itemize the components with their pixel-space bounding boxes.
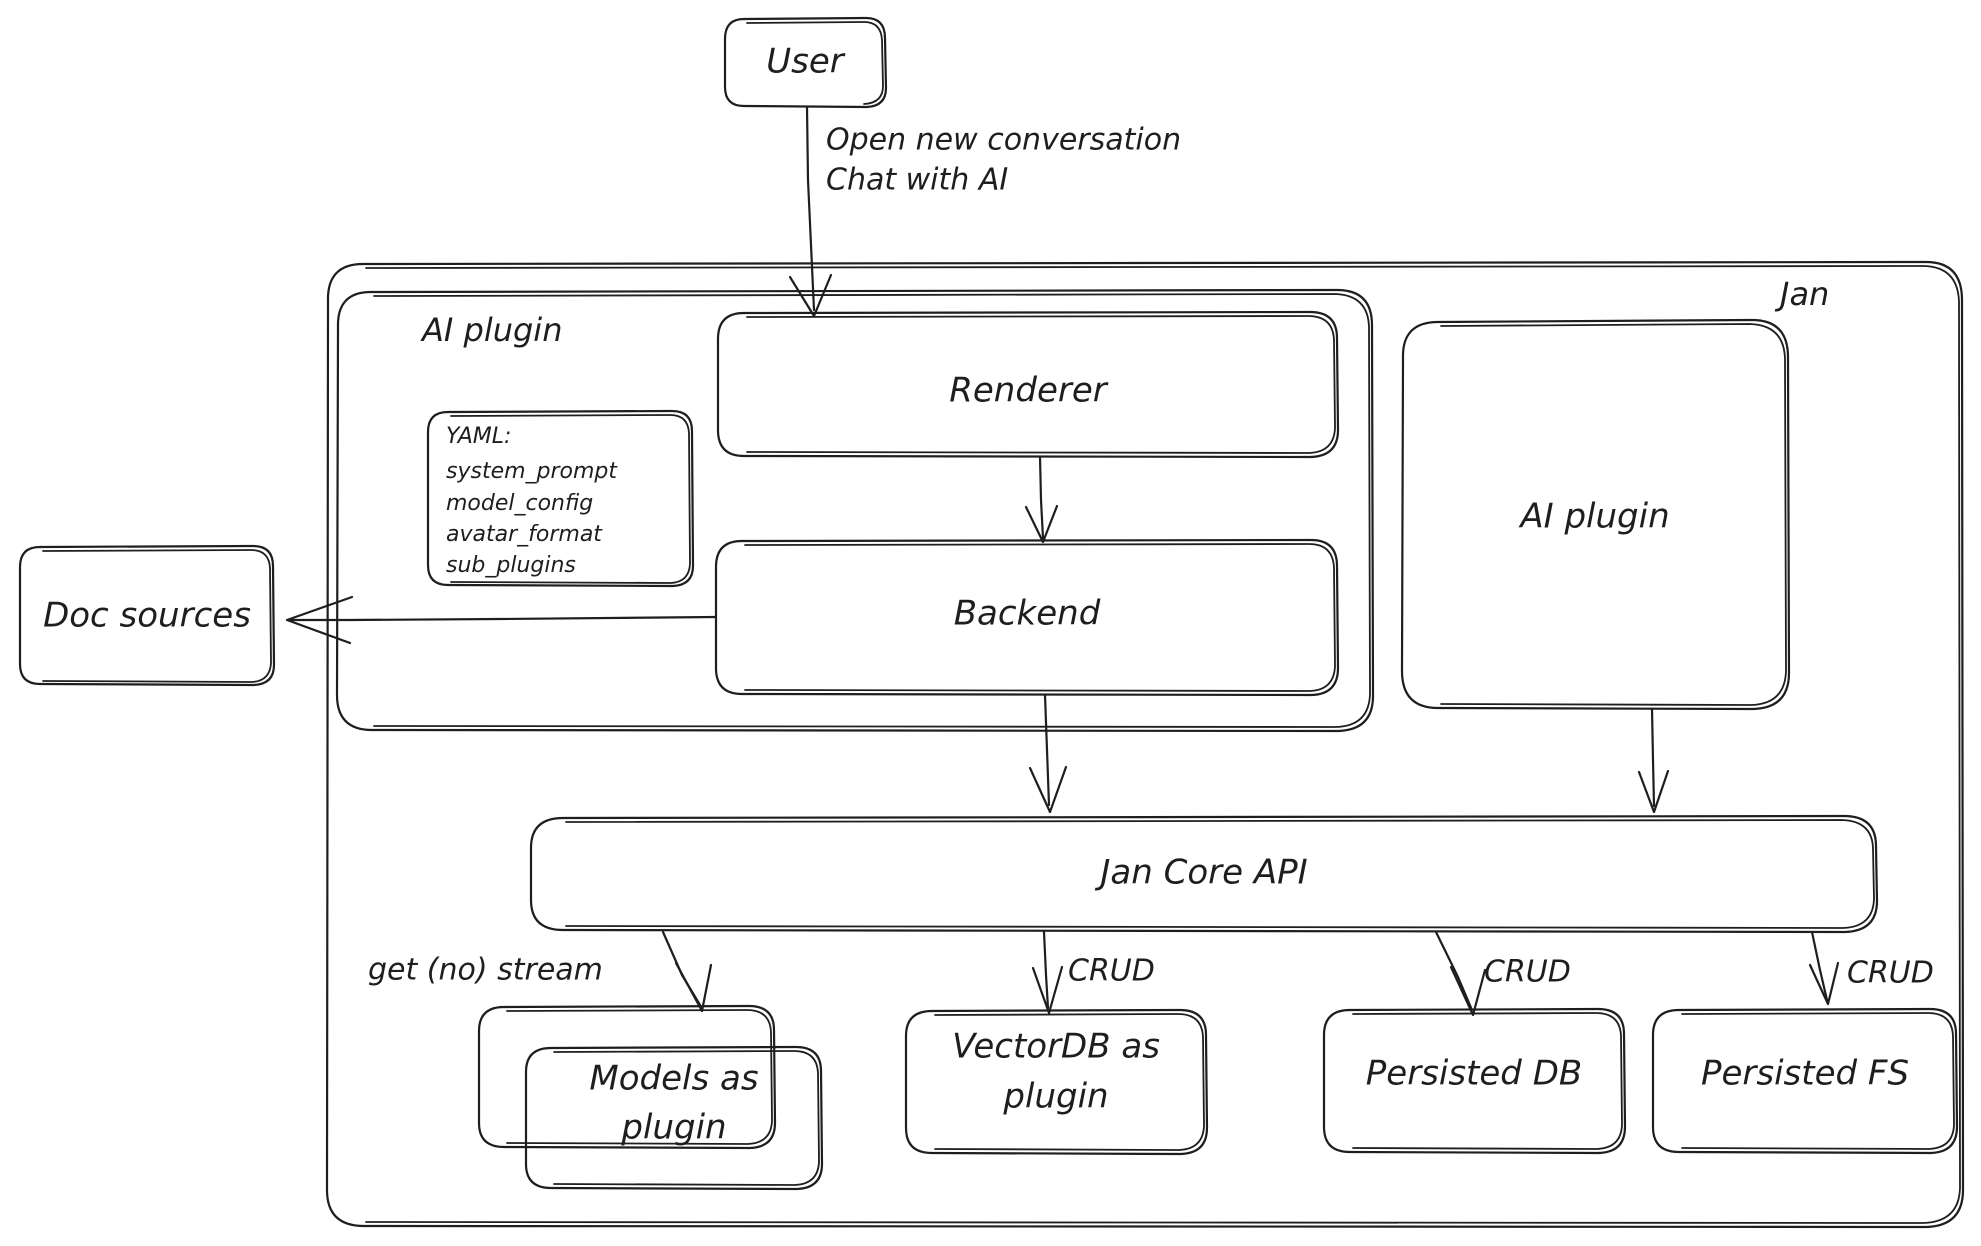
- edge-renderer-to-backend: [1024, 455, 1059, 544]
- node-doc-sources[interactable]: Doc sources: [18, 544, 276, 687]
- container-ai-plugin-label: AI plugin: [420, 311, 562, 349]
- node-renderer[interactable]: Renderer: [716, 310, 1340, 459]
- node-ai-plugin-right-label: AI plugin: [1518, 497, 1669, 537]
- note-yaml-config[interactable]: YAML: system_prompt model_config avatar_…: [426, 409, 695, 588]
- edge-label-get-no-stream: get (no) stream: [368, 953, 603, 988]
- node-models-as-plugin-label-line1: Models as: [589, 1059, 758, 1099]
- node-user-label: User: [766, 42, 846, 82]
- note-yaml-line-3: sub_plugins: [446, 553, 576, 578]
- node-renderer-label: Renderer: [949, 371, 1108, 411]
- node-persisted-db[interactable]: Persisted DB: [1322, 1007, 1627, 1155]
- edge-backend-to-doc-sources: [285, 595, 718, 645]
- edge-core-to-models: get (no) stream: [368, 930, 713, 1013]
- node-persisted-fs[interactable]: Persisted FS: [1651, 1007, 1959, 1155]
- node-persisted-db-label: Persisted DB: [1366, 1054, 1582, 1094]
- edge-label-chat-with-ai: Chat with AI: [826, 163, 1008, 198]
- edge-label-crud-vectordb: CRUD: [1068, 954, 1155, 989]
- note-yaml-line-1: model_config: [446, 491, 593, 516]
- node-vectordb-as-plugin-label-line2: plugin: [1002, 1077, 1108, 1117]
- edge-core-to-persisted-db: CRUD: [1434, 930, 1571, 1017]
- edge-user-to-renderer: Open new conversation Chat with AI: [788, 105, 1181, 318]
- container-ai-plugin[interactable]: AI plugin: [335, 288, 1375, 733]
- node-vectordb-as-plugin[interactable]: VectorDB as plugin: [904, 1008, 1209, 1156]
- note-yaml-line-2: avatar_format: [446, 522, 603, 547]
- edge-backend-to-core-api: [1028, 693, 1068, 814]
- node-jan-core-api-label: Jan Core API: [1094, 853, 1307, 893]
- node-jan-core-api[interactable]: Jan Core API: [529, 814, 1879, 934]
- container-jan[interactable]: Jan: [325, 260, 1965, 1229]
- edge-label-open-conversation: Open new conversation: [826, 123, 1181, 158]
- edge-ai-plugin-to-core-api: [1637, 707, 1670, 814]
- edge-label-crud-persisted-db: CRUD: [1484, 955, 1571, 990]
- node-backend-label: Backend: [954, 594, 1101, 634]
- node-user[interactable]: User: [723, 16, 888, 109]
- node-vectordb-as-plugin-label-line1: VectorDB as: [952, 1027, 1160, 1067]
- edge-label-crud-persisted-fs: CRUD: [1847, 956, 1934, 991]
- node-models-as-plugin-label-line2: plugin: [620, 1108, 726, 1148]
- note-yaml-title: YAML:: [446, 424, 511, 449]
- node-persisted-fs-label: Persisted FS: [1701, 1054, 1909, 1094]
- edge-core-to-persisted-fs: CRUD: [1808, 930, 1934, 1006]
- note-yaml-line-0: system_prompt: [446, 459, 618, 484]
- container-jan-label: Jan: [1774, 275, 1829, 313]
- node-ai-plugin-right[interactable]: AI plugin: [1400, 318, 1791, 711]
- node-models-as-plugin[interactable]: Models as plugin: [477, 1004, 824, 1191]
- edge-core-to-vectordb: CRUD: [1031, 930, 1155, 1015]
- node-backend[interactable]: Backend: [714, 538, 1340, 697]
- node-doc-sources-label: Doc sources: [43, 596, 251, 636]
